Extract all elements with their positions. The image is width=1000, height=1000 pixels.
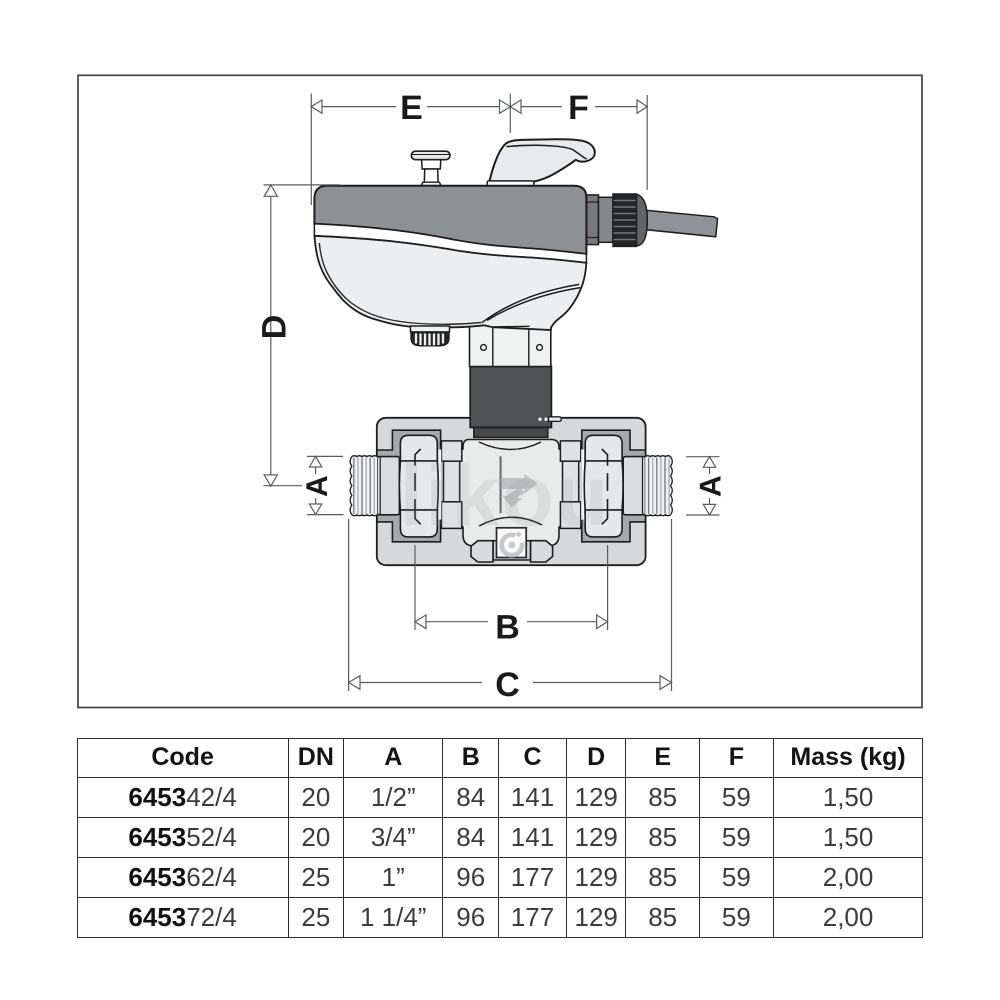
svg-text:F: F <box>568 89 589 127</box>
svg-text:A: A <box>695 475 728 497</box>
svg-text:A: A <box>301 475 334 497</box>
svg-text:C: C <box>495 666 520 704</box>
svg-text:E: E <box>400 89 423 127</box>
svg-text:B: B <box>495 609 520 647</box>
svg-text:D: D <box>256 315 294 340</box>
